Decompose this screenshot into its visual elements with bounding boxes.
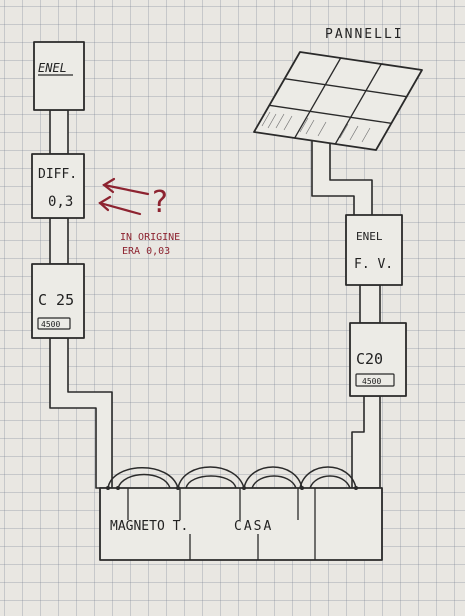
jumper-arc <box>309 475 351 489</box>
solar-panel <box>253 51 423 151</box>
jumper-arc <box>117 473 171 489</box>
c25-badge <box>37 317 71 330</box>
question-mark: ? <box>152 185 168 220</box>
red-arrowhead-lower <box>98 195 112 212</box>
c20-badge-text: 4500 <box>362 377 381 386</box>
diff-label: DIFF. <box>38 167 77 182</box>
enel-meter <box>33 41 85 111</box>
jumper-terminals <box>106 486 358 490</box>
magneto-board: MAGNETO T. CASA <box>99 487 383 561</box>
c20-breaker <box>349 322 407 397</box>
wire-diff-c25 <box>49 217 69 265</box>
wire-fv-c20 <box>359 284 381 324</box>
annotation-line2: ERA 0,03 <box>122 246 170 257</box>
terminal-dot <box>106 486 110 490</box>
c25-label: C 25 <box>38 291 74 309</box>
terminal-dot <box>116 486 120 490</box>
c20-badge <box>355 373 395 387</box>
jumper-arc <box>243 466 303 489</box>
jumper-arc <box>185 475 237 489</box>
red-arrow-upper <box>102 183 150 196</box>
red-arrowhead-upper <box>102 177 116 194</box>
annotation-line1: IN ORIGINE <box>120 232 180 243</box>
casa-label: CASA <box>234 519 273 534</box>
panel-gridline <box>269 104 392 124</box>
panel-hatching <box>261 111 371 143</box>
jumper-arc <box>299 466 357 489</box>
magneto-casa-board <box>99 487 383 561</box>
c20-label: C20 <box>356 350 383 368</box>
wire-enel-diff <box>49 109 69 155</box>
terminal-dot <box>176 486 180 490</box>
magneto-label: MAGNETO T. <box>110 519 188 534</box>
terminal-dot <box>354 486 358 490</box>
panel-gridline <box>284 78 407 98</box>
wire-c25-magneto <box>49 337 113 489</box>
solar-panel-frame <box>253 51 423 151</box>
panel-gridline <box>294 57 342 139</box>
terminal-dot <box>242 486 246 490</box>
diff-value: 0,3 <box>48 194 73 210</box>
red-arrow-lower <box>98 201 142 216</box>
enel-label: ENEL <box>38 61 67 75</box>
c25-breaker <box>31 263 85 339</box>
right-wiring <box>311 139 381 489</box>
wire-c20-magneto <box>351 395 381 489</box>
wire-panels-enel-fv <box>311 139 373 217</box>
c25-badge-text: 4500 <box>41 320 60 329</box>
jumper-arc <box>177 466 245 489</box>
terminal-dot <box>300 486 304 490</box>
panel-gridline <box>334 63 382 145</box>
bridge-jumpers <box>107 466 357 489</box>
red-annotation: ? IN ORIGINE ERA 0,03 <box>98 177 180 257</box>
jumper-arc <box>251 475 297 489</box>
enel-fv-meter <box>345 214 403 286</box>
panels-title: PANNELLI <box>325 27 404 42</box>
fv-label: F. V. <box>354 257 393 272</box>
enel-fv-label: ENEL <box>356 230 383 243</box>
jumper-arc <box>107 467 179 489</box>
differential-switch <box>31 153 85 219</box>
